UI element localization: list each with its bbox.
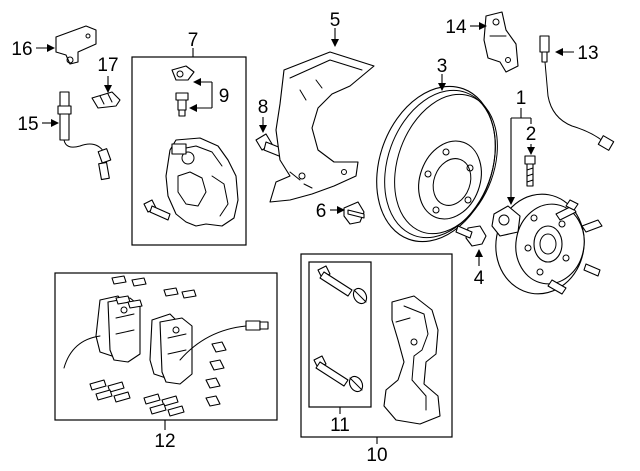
- callout-9: 9: [219, 86, 230, 107]
- pad-kit-group-box: [54, 272, 278, 421]
- callout-10: 10: [366, 445, 387, 466]
- brake-pad-kit-part-12: [63, 275, 269, 417]
- brake-caliper-part-7: [165, 137, 239, 227]
- callout-1: 1: [516, 88, 527, 109]
- bolt-part-4: [455, 225, 487, 247]
- guide-pin-kit-part-11: [313, 265, 368, 393]
- brake-rotor-part-3: [376, 85, 498, 243]
- bleeder-screw-part-9: [171, 65, 195, 117]
- sensor-bracket-part-14: [483, 11, 519, 73]
- bolt-part-2: [524, 155, 536, 187]
- callout-17: 17: [97, 55, 118, 76]
- callout-12: 12: [154, 431, 175, 452]
- hose-clip-part-17: [91, 91, 121, 109]
- mounting-bracket-part-16: [55, 25, 97, 65]
- abs-sensor-part-13: [539, 35, 615, 151]
- callout-4: 4: [474, 268, 485, 289]
- wheel-hub-part-1: [491, 193, 603, 295]
- brake-hose-part-15: [57, 91, 112, 181]
- callout-3: 3: [437, 56, 448, 77]
- caliper-group-box: [131, 56, 247, 246]
- callout-8: 8: [258, 97, 269, 118]
- callout-16: 16: [11, 39, 32, 60]
- splash-shield-part-5: [269, 51, 375, 203]
- leader-lines: [36, 22, 574, 444]
- callout-2: 2: [526, 124, 537, 145]
- callout-5: 5: [330, 10, 341, 31]
- callout-6: 6: [316, 201, 327, 222]
- callout-14: 14: [445, 17, 467, 38]
- callout-15: 15: [17, 114, 38, 135]
- callout-13: 13: [577, 43, 598, 64]
- bolt-part-6: [343, 201, 365, 225]
- caliper-bracket-part-10: [383, 295, 441, 425]
- callout-7: 7: [188, 30, 199, 51]
- callout-11: 11: [330, 415, 350, 436]
- caliper-bolt: [143, 199, 171, 221]
